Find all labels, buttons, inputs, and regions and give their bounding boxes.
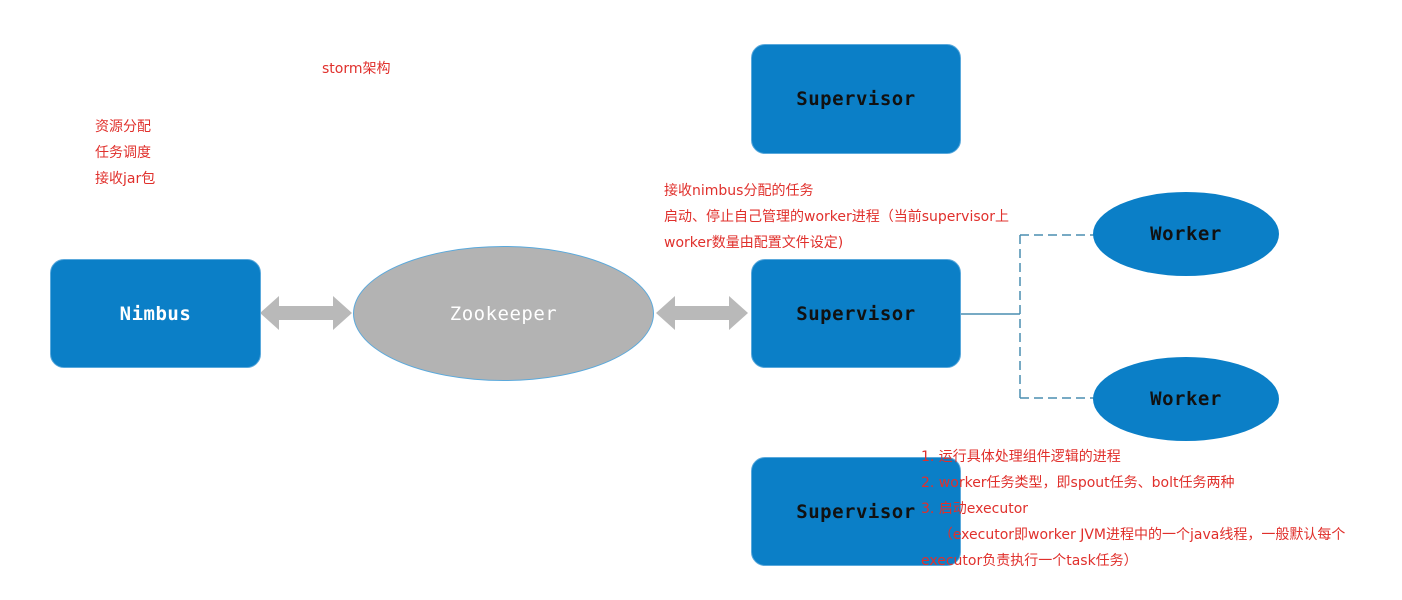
diagram-title: storm架构 — [322, 61, 391, 77]
worker-note-1: 1. 运行具体处理组件逻辑的进程 — [921, 449, 1121, 465]
worker-label: Worker — [1150, 223, 1222, 245]
worker-label: Worker — [1150, 388, 1222, 410]
worker-note-3: 3. 启动executor — [921, 501, 1029, 517]
worker-node-2: Worker — [1093, 357, 1279, 441]
supervisor-label: Supervisor — [796, 302, 916, 325]
double-arrow-zookeeper-supervisor — [656, 296, 748, 330]
nimbus-note-2: 任务调度 — [95, 145, 151, 161]
nimbus-label: Nimbus — [119, 302, 192, 325]
double-arrow-nimbus-zookeeper — [260, 296, 352, 330]
supervisor-note-3: worker数量由配置文件设定) — [664, 235, 844, 251]
worker-note-2: 2. worker任务类型，即spout任务、bolt任务两种 — [921, 475, 1235, 491]
zookeeper-label: Zookeeper — [449, 302, 558, 325]
worker-node-1: Worker — [1093, 192, 1279, 276]
nimbus-node: Nimbus — [50, 259, 261, 368]
supervisor-node-bottom: Supervisor — [751, 457, 961, 566]
supervisor-note-2: 启动、停止自己管理的worker进程（当前supervisor上 — [664, 209, 1009, 225]
supervisor-label: Supervisor — [796, 500, 916, 523]
worker-note-5: executor负责执行一个task任务） — [921, 553, 1138, 569]
zookeeper-node: Zookeeper — [353, 246, 654, 381]
supervisor-node-top: Supervisor — [751, 44, 961, 154]
nimbus-note-1: 资源分配 — [95, 119, 151, 135]
nimbus-note-3: 接收jar包 — [95, 171, 156, 187]
supervisor-node-middle: Supervisor — [751, 259, 961, 368]
supervisor-note-1: 接收nimbus分配的任务 — [664, 183, 814, 199]
supervisor-label: Supervisor — [796, 88, 916, 110]
worker-note-4: （executor即worker JVM进程中的一个java线程，一般默认每个 — [921, 527, 1346, 543]
